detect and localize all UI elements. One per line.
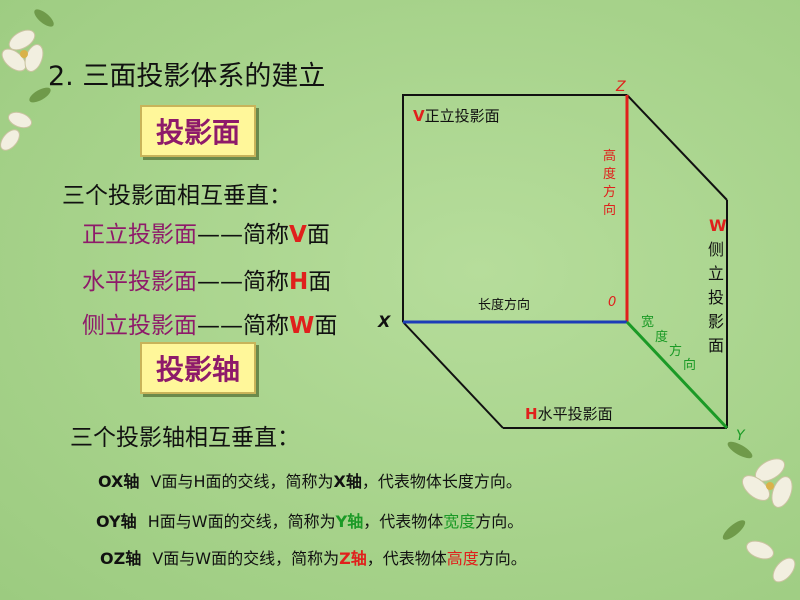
axis-desc-ox: OX轴 V面与H面的交线，简称为X轴，代表物体长度方向。 bbox=[98, 468, 522, 492]
svg-text:影: 影 bbox=[708, 312, 724, 331]
svg-text:度: 度 bbox=[655, 329, 668, 345]
plane-item-h: 水平投影面——简称H面 bbox=[82, 262, 331, 296]
y-axis-label: Y bbox=[736, 428, 746, 444]
plane-item-dash: ——简称 bbox=[197, 222, 289, 248]
height-direction-label: 高 度 方 向 bbox=[603, 148, 616, 218]
x-axis-label: X bbox=[377, 312, 391, 331]
svg-text:面: 面 bbox=[708, 336, 724, 355]
svg-text:向: 向 bbox=[603, 202, 616, 218]
svg-text:高: 高 bbox=[603, 148, 616, 164]
axis-desc-short: Z轴 bbox=[339, 549, 367, 568]
axis-desc-rest1: ，代表物体 bbox=[363, 512, 444, 531]
planes-intro-text: 三个投影面相互垂直： bbox=[62, 183, 292, 209]
plane-item-w: 侧立投影面——简称W面 bbox=[82, 306, 337, 340]
axis-desc-dir: 高度 bbox=[446, 549, 479, 568]
svg-text:立: 立 bbox=[708, 264, 724, 283]
w-plane-label: W 侧 立 投 影 面 bbox=[708, 216, 727, 355]
axis-desc-planes: H面与W面的交线，简称为 bbox=[147, 512, 336, 531]
origin-label: 0 bbox=[608, 295, 616, 310]
plane-item-letter: V bbox=[289, 222, 307, 248]
svg-text:方: 方 bbox=[669, 343, 682, 359]
h-plane-left-edge bbox=[402, 321, 504, 429]
plane-item-dash: ——简称 bbox=[197, 269, 289, 295]
width-direction-label: 宽 度 方 向 bbox=[641, 314, 696, 373]
axis-desc-dir: 宽度 bbox=[443, 512, 476, 531]
axis-desc-planes: V面与W面的交线，简称为 bbox=[152, 549, 340, 568]
axis-desc-rest1: ，代表物体 bbox=[366, 549, 447, 568]
axis-desc-short: Y轴 bbox=[335, 512, 364, 531]
plane-item-letter: H bbox=[289, 269, 309, 295]
y-axis-line bbox=[625, 320, 729, 430]
axes-intro-text: 三个投影轴相互垂直： bbox=[70, 425, 300, 451]
z-axis-label: Z bbox=[615, 79, 626, 95]
axis-desc-rest2: 方向。 bbox=[473, 472, 522, 491]
axis-desc-rest1: ，代表物体 bbox=[361, 472, 442, 491]
projection-axis-label: 投影轴 bbox=[140, 342, 257, 394]
plane-item-dash: ——简称 bbox=[197, 313, 289, 339]
plane-item-v: 正立投影面——简称V面 bbox=[82, 215, 330, 249]
svg-text:度: 度 bbox=[603, 166, 616, 182]
axis-desc-rest2: 方向。 bbox=[478, 549, 527, 568]
plane-item-name: 正立投影面 bbox=[82, 222, 197, 248]
projection-plane-label: 投影面 bbox=[140, 105, 257, 157]
v-plane-outline bbox=[402, 94, 627, 322]
svg-text:宽: 宽 bbox=[641, 314, 654, 330]
plane-item-name: 侧立投影面 bbox=[82, 313, 197, 339]
w-plane-top-edge bbox=[626, 94, 728, 201]
length-direction-label: 长度方向 bbox=[478, 297, 530, 313]
svg-text:W: W bbox=[709, 216, 727, 235]
axis-desc-axis: OX轴 bbox=[98, 472, 140, 491]
plane-item-letter: W bbox=[289, 313, 315, 339]
flower-decoration-bottom-right-icon bbox=[722, 441, 796, 583]
svg-text:投: 投 bbox=[708, 288, 724, 307]
axis-desc-axis: OZ轴 bbox=[100, 549, 142, 568]
slide-title: 2. 三面投影体系的建立 bbox=[48, 61, 326, 92]
axis-desc-oy: OY轴 H面与W面的交线，简称为Y轴，代表物体宽度方向。 bbox=[96, 508, 523, 532]
svg-text:方: 方 bbox=[603, 184, 616, 200]
plane-item-suffix: 面 bbox=[308, 269, 332, 295]
h-plane-label: H水平投影面 bbox=[525, 405, 613, 423]
axis-desc-axis: OY轴 bbox=[96, 512, 137, 531]
axis-desc-short: X轴 bbox=[333, 472, 362, 491]
plane-item-suffix: 面 bbox=[314, 313, 338, 339]
plane-item-suffix: 面 bbox=[306, 222, 330, 248]
flower-decoration-top-left-icon bbox=[0, 9, 54, 151]
plane-item-name: 水平投影面 bbox=[82, 269, 197, 295]
v-plane-label: V正立投影面 bbox=[413, 107, 500, 125]
axis-desc-dir: 长度 bbox=[441, 472, 474, 491]
axis-desc-rest2: 方向。 bbox=[475, 512, 524, 531]
axis-desc-planes: V面与H面的交线，简称为 bbox=[150, 472, 334, 491]
svg-text:侧: 侧 bbox=[708, 240, 724, 259]
axis-desc-oz: OZ轴 V面与W面的交线，简称为Z轴，代表物体高度方向。 bbox=[100, 545, 527, 569]
svg-text:向: 向 bbox=[683, 357, 696, 373]
